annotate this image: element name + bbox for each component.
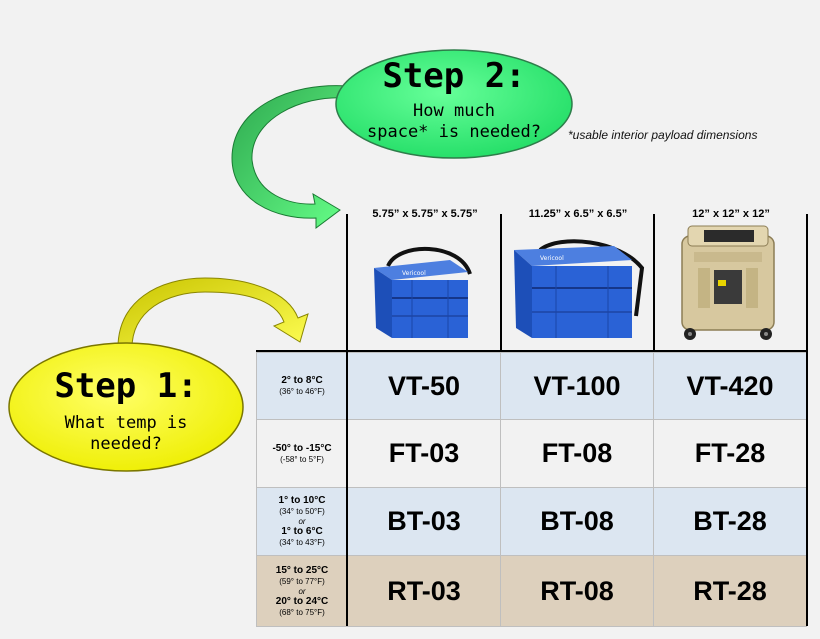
column-dimensions-2: 11.25” x 6.5” x 6.5” (528, 208, 628, 220)
product-selection-table: 2° to 8°C (36° to 46°F) VT-50 VT-100 VT-… (256, 352, 807, 627)
model-cell: FT-08 (500, 419, 654, 488)
temp-range-f: (-58° to 5°F) (280, 454, 324, 464)
or-label: or (298, 586, 306, 596)
step2-question-line2: space* is needed? (367, 122, 541, 142)
temp-range-f-alt: (68° to 75°F) (279, 607, 325, 617)
model-cell: VT-100 (500, 352, 654, 420)
step1-question-line1: What temp is (64, 413, 188, 433)
footnote: *usable interior payload dimensions (568, 128, 758, 142)
table-row: 1° to 10°C (34° to 50°F) or 1° to 6°C (3… (256, 487, 807, 556)
step1-bubble (8, 342, 244, 472)
step1-question-line2: needed? (90, 434, 162, 454)
yellow-curved-arrow (117, 277, 309, 353)
temp-range-c-alt: 20° to 24°C (275, 595, 329, 607)
small-blue-cooler-icon: Vericool (374, 247, 472, 338)
table-divider (346, 352, 348, 626)
model-cell: FT-03 (347, 419, 501, 488)
temp-range-c: 15° to 25°C (275, 564, 329, 576)
model-cell: RT-08 (500, 555, 654, 627)
table-row: -50° to -15°C (-58° to 5°F) FT-03 FT-08 … (256, 419, 807, 488)
temp-range-cell: 1° to 10°C (34° to 50°F) or 1° to 6°C (3… (256, 487, 348, 556)
table-row: 15° to 25°C (59° to 77°F) or 20° to 24°C… (256, 555, 807, 627)
temp-range-f: (34° to 50°F) (279, 507, 325, 516)
step1-question: What temp is needed? (10, 413, 242, 455)
step2-question: How much space* is needed? (336, 101, 572, 143)
temp-range-f: (59° to 77°F) (279, 576, 325, 586)
model-cell: RT-28 (653, 555, 807, 627)
or-label: or (298, 517, 306, 526)
step2-question-line1: How much (413, 101, 495, 121)
model-cell: VT-420 (653, 352, 807, 420)
model-cell: VT-50 (347, 352, 501, 420)
temp-range-cell: 15° to 25°C (59° to 77°F) or 20° to 24°C… (256, 555, 348, 627)
temp-range-c: 1° to 10°C (278, 495, 326, 506)
large-blue-cooler-icon: Vericool (514, 239, 645, 338)
svg-text:Vericool: Vericool (402, 270, 426, 277)
temp-range-c: 2° to 8°C (281, 375, 323, 386)
model-cell: RT-03 (347, 555, 501, 627)
model-cell: BT-03 (347, 487, 501, 556)
step1-title: Step 1: (54, 366, 198, 406)
green-curved-arrow (231, 85, 349, 229)
step2-bubble (335, 49, 573, 159)
column-dimensions-3: 12” x 12” x 12” (692, 208, 770, 220)
svg-text:Vericool: Vericool (540, 255, 564, 262)
temp-range-cell: 2° to 8°C (36° to 46°F) (256, 352, 348, 420)
temp-range-f-alt: (34° to 43°F) (279, 538, 325, 547)
table-divider (806, 352, 808, 626)
model-cell: BT-28 (653, 487, 807, 556)
column-dimensions-1: 5.75” x 5.75” x 5.75” (372, 208, 478, 220)
temp-range-cell: -50° to -15°C (-58° to 5°F) (256, 419, 348, 488)
temp-range-f: (36° to 46°F) (279, 387, 325, 396)
table-row: 2° to 8°C (36° to 46°F) VT-50 VT-100 VT-… (256, 352, 807, 420)
tan-hard-case-icon (681, 225, 775, 340)
model-cell: FT-28 (653, 419, 807, 488)
step2-title: Step 2: (382, 56, 526, 96)
model-cell: BT-08 (500, 487, 654, 556)
temp-range-c-alt: 1° to 6°C (281, 526, 323, 537)
temp-range-c: -50° to -15°C (272, 442, 332, 454)
